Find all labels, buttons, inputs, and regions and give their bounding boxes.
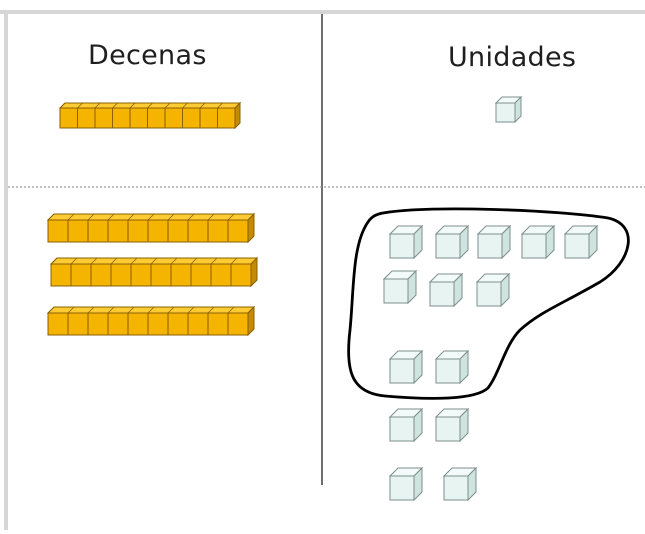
tens-column-header: Decenas bbox=[88, 40, 207, 71]
unit-cube bbox=[563, 224, 599, 260]
ten-rod-cell bbox=[67, 219, 89, 243]
units-column-header: Unidades bbox=[448, 42, 577, 73]
ten-rod-cell bbox=[210, 263, 232, 287]
unit-cube bbox=[388, 349, 424, 385]
ten-rod-cell bbox=[147, 312, 169, 336]
ten-rod-cell bbox=[187, 312, 209, 336]
ten-rod-cell bbox=[59, 107, 78, 129]
ten-rod-cell bbox=[199, 107, 218, 129]
ten-rod-cell bbox=[167, 312, 189, 336]
ten-rod-cell bbox=[110, 263, 132, 287]
ten-rod-cell bbox=[127, 312, 149, 336]
unit-cube bbox=[434, 224, 470, 260]
tens-rods-group bbox=[46, 101, 259, 337]
ten-rod bbox=[46, 212, 256, 244]
ten-rod-cell bbox=[170, 263, 192, 287]
ten-rod-cell bbox=[94, 107, 113, 129]
unit-cubes-group bbox=[382, 95, 599, 502]
ten-rod-cell bbox=[107, 312, 129, 336]
ten-rod-cell bbox=[164, 107, 183, 129]
ten-rod-cell bbox=[47, 219, 69, 243]
ten-rod-cell bbox=[90, 263, 112, 287]
unit-cube-top bbox=[494, 95, 523, 124]
ten-rod-cell bbox=[190, 263, 212, 287]
ten-rod-cell bbox=[107, 219, 129, 243]
grouping-loop bbox=[347, 207, 630, 400]
unit-cube bbox=[442, 466, 478, 502]
ten-rod-cell bbox=[207, 312, 229, 336]
ten-rod-cell bbox=[47, 312, 69, 336]
unit-cube bbox=[475, 272, 511, 308]
ten-rod-top bbox=[58, 101, 242, 130]
ten-rod-cell bbox=[112, 107, 131, 129]
ten-rod-cell bbox=[167, 219, 189, 243]
unit-cube bbox=[382, 269, 418, 305]
unit-cube bbox=[434, 407, 470, 443]
ten-rod-cell bbox=[207, 219, 229, 243]
ten-rod bbox=[49, 256, 259, 288]
ten-rod-cell bbox=[129, 107, 148, 129]
ten-rod-cell bbox=[130, 263, 152, 287]
unit-cube bbox=[476, 224, 512, 260]
ten-rod-cell bbox=[150, 263, 172, 287]
ten-rod bbox=[46, 305, 256, 337]
ten-rod-cell bbox=[147, 219, 169, 243]
ten-rod-cell bbox=[187, 219, 209, 243]
unit-cube bbox=[388, 224, 424, 260]
ten-rod-cell bbox=[77, 107, 96, 129]
ten-rod-cell bbox=[217, 107, 236, 129]
ten-rod-cell bbox=[182, 107, 201, 129]
ten-rod-cell bbox=[50, 263, 72, 287]
ten-rod-cell bbox=[70, 263, 92, 287]
ten-rod-cell bbox=[127, 219, 149, 243]
ten-rod-cell bbox=[227, 312, 249, 336]
ten-rod-cell bbox=[227, 219, 249, 243]
ten-rod-cell bbox=[87, 219, 109, 243]
unit-cube bbox=[388, 466, 424, 502]
unit-cube bbox=[434, 349, 470, 385]
ten-rod-cell bbox=[87, 312, 109, 336]
unit-cube bbox=[428, 272, 464, 308]
unit-cube bbox=[388, 407, 424, 443]
ten-rod-cell bbox=[67, 312, 89, 336]
ten-rod-cell bbox=[147, 107, 166, 129]
ten-rod-cell bbox=[230, 263, 252, 287]
unit-cube bbox=[520, 224, 556, 260]
